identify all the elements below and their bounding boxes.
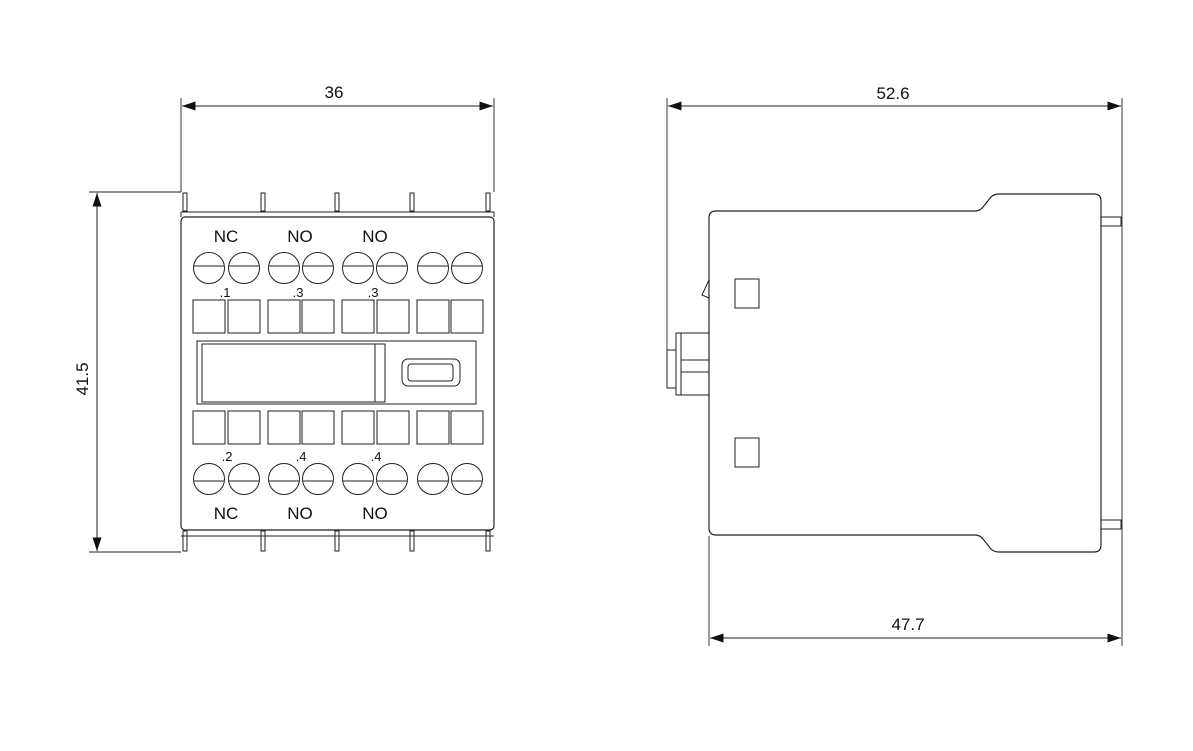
side-body-outline xyxy=(708,193,1102,553)
bottom-pins xyxy=(182,530,491,552)
side-window-bottom xyxy=(734,437,760,468)
release-latch xyxy=(401,358,461,387)
bottom-label-3: NO xyxy=(362,504,388,523)
bottom-pin-number-2: .4 xyxy=(296,449,307,464)
overall-depth-dimension: 52.6 xyxy=(666,84,1123,530)
top-wire-openings xyxy=(192,299,484,334)
bottom-pin-number-3: .4 xyxy=(371,449,382,464)
top-label-2: NO xyxy=(287,227,313,246)
bottom-terminal-screws xyxy=(193,463,483,495)
body-depth-dimension: 47.7 xyxy=(708,530,1123,646)
side-view: 52.6 47.7 xyxy=(666,84,1123,646)
top-label-3: NO xyxy=(362,227,388,246)
overall-depth-label: 52.6 xyxy=(876,84,909,103)
height-dimension: 41.5 xyxy=(73,191,181,553)
body-depth-label: 47.7 xyxy=(891,615,924,634)
height-dimension-label: 41.5 xyxy=(73,362,92,395)
top-terminal-screws xyxy=(193,252,483,284)
rear-rails xyxy=(1100,216,1122,530)
bottom-pin-number-1: .2 xyxy=(222,449,233,464)
top-label-1: NC xyxy=(214,227,239,246)
bottom-label-2: NO xyxy=(287,504,313,523)
front-body-outline xyxy=(180,216,495,531)
label-plate-area xyxy=(196,340,477,405)
top-pin-number-1: .1 xyxy=(220,285,231,300)
width-dimension: 36 xyxy=(180,83,495,192)
front-clip xyxy=(666,279,710,396)
bottom-wire-openings xyxy=(192,410,484,445)
top-pin-number-2: .3 xyxy=(293,285,304,300)
width-dimension-label: 36 xyxy=(325,83,344,102)
bottom-label-1: NC xyxy=(214,504,239,523)
side-window-top xyxy=(734,278,760,309)
top-pin-number-3: .3 xyxy=(368,285,379,300)
front-view: 36 41.5 NC xyxy=(73,83,495,553)
top-pins xyxy=(182,192,491,212)
